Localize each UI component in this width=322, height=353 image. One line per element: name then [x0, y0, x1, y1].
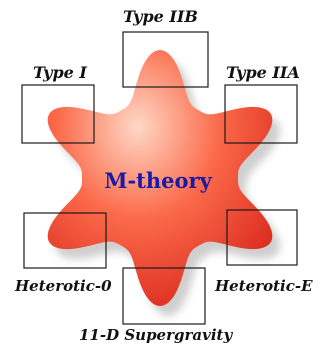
center-label: M-theory — [104, 168, 212, 193]
11d-supergravity-label: 11-D Supergravity — [79, 326, 233, 344]
type-i-box — [21, 84, 95, 144]
heterotic-e-box — [226, 209, 298, 266]
heterotic-0-label: Heterotic-0 — [14, 277, 112, 295]
heterotic-e-label: Heterotic-E — [214, 277, 313, 295]
11d-supergravity-box — [122, 267, 206, 325]
type-i-label: Type I — [33, 63, 87, 82]
type-iia-label: Type IIA — [226, 63, 300, 82]
m-theory-star-blob — [47, 50, 273, 306]
type-iib-label: Type IIB — [123, 7, 198, 26]
type-iib-box — [122, 31, 209, 88]
heterotic-0-box — [23, 212, 107, 269]
type-iia-box — [224, 84, 298, 144]
